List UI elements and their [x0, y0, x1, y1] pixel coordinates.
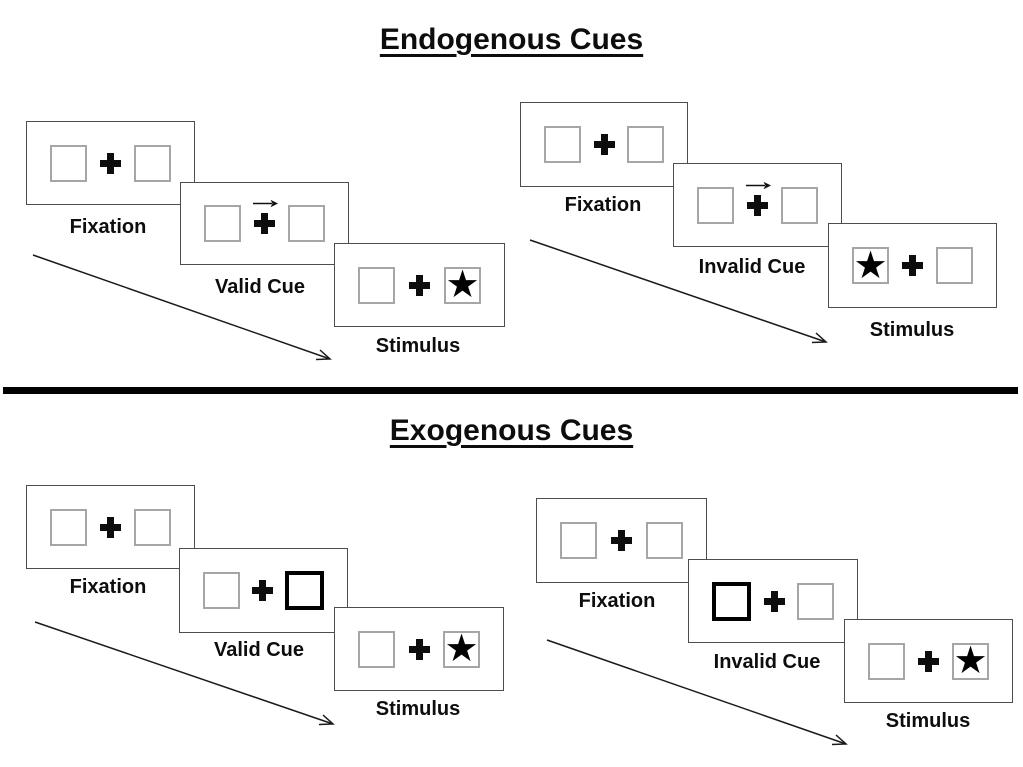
- step-label-fixation: Fixation: [69, 216, 147, 238]
- target-box: ★: [443, 626, 480, 670]
- left-placeholder-box: [50, 144, 87, 182]
- section-title-exogenous: Exogenous Cues: [389, 414, 634, 447]
- timeline-arrow-exogenous-valid: [34, 621, 335, 726]
- star-target-icon: ★: [444, 626, 479, 670]
- stimulus-panel: ★: [828, 223, 997, 308]
- right-placeholder-box: [134, 144, 171, 182]
- step-label-invalid-cue: Invalid Cue: [713, 651, 821, 673]
- fixation-cross-icon: [254, 213, 275, 234]
- left-placeholder-box: [560, 522, 597, 559]
- timeline-arrow-endogenous-valid: [32, 254, 332, 361]
- fixation-cross-icon: [100, 516, 121, 538]
- target-box: ★: [852, 242, 889, 287]
- step-label-stimulus: Stimulus: [869, 319, 955, 341]
- left-placeholder-box: [868, 642, 905, 680]
- cue-arrow-right-icon: [746, 181, 771, 189]
- left-placeholder-box: [697, 186, 734, 224]
- right-placeholder-box: [797, 582, 834, 620]
- fixation-cross-icon: [408, 638, 430, 660]
- invalid-cue-panel: [688, 559, 858, 643]
- fixation-cross-icon: [593, 134, 615, 155]
- cue-arrow-right-icon: [253, 199, 278, 208]
- fixation-panel: [26, 121, 195, 205]
- fixation-cross-icon: [918, 650, 939, 672]
- right-placeholder-box: [134, 508, 171, 546]
- fixation-cross-icon: [902, 255, 923, 276]
- section-divider: [3, 387, 1018, 394]
- fixation-cross-icon: [252, 580, 273, 601]
- peripheral-cue-box: [712, 581, 751, 621]
- step-label-fixation: Fixation: [578, 590, 656, 612]
- fixation-cross-icon: [747, 194, 768, 216]
- peripheral-cue-box: [285, 571, 324, 610]
- stimulus-panel: ★: [844, 619, 1013, 703]
- target-box: ★: [952, 638, 989, 682]
- right-placeholder-box: [288, 205, 325, 242]
- left-placeholder-box: [544, 126, 581, 163]
- left-placeholder-box: [203, 572, 240, 609]
- invalid-cue-panel: [673, 163, 842, 247]
- valid-cue-panel: [180, 182, 349, 265]
- right-placeholder-box: [646, 522, 683, 559]
- step-label-valid-cue: Valid Cue: [214, 276, 306, 298]
- star-target-icon: ★: [853, 242, 888, 287]
- left-placeholder-box: [358, 630, 395, 668]
- step-label-invalid-cue: Invalid Cue: [698, 256, 806, 278]
- valid-cue-panel: [179, 548, 348, 633]
- step-label-stimulus: Stimulus: [375, 698, 461, 720]
- stimulus-panel: ★: [334, 607, 504, 691]
- step-label-fixation: Fixation: [69, 576, 147, 598]
- target-box: ★: [444, 262, 481, 306]
- left-placeholder-box: [50, 508, 87, 546]
- star-target-icon: ★: [953, 638, 988, 682]
- step-label-stimulus: Stimulus: [885, 710, 971, 732]
- section-title-endogenous: Endogenous Cues: [379, 23, 644, 56]
- fixation-panel: [26, 485, 195, 569]
- step-label-stimulus: Stimulus: [375, 335, 461, 357]
- stimulus-panel: ★: [334, 243, 505, 327]
- step-label-fixation: Fixation: [564, 194, 642, 216]
- fixation-cross-icon: [763, 590, 785, 612]
- step-label-valid-cue: Valid Cue: [213, 639, 305, 661]
- star-target-icon: ★: [445, 262, 480, 306]
- right-placeholder-box: [781, 186, 818, 224]
- fixation-cross-icon: [100, 152, 121, 174]
- right-placeholder-box: [936, 247, 973, 284]
- fixation-panel: [520, 102, 688, 187]
- left-placeholder-box: [358, 266, 395, 304]
- fixation-cross-icon: [409, 274, 430, 296]
- right-placeholder-box: [627, 126, 664, 163]
- fixation-panel: [536, 498, 707, 583]
- left-placeholder-box: [204, 205, 241, 242]
- fixation-cross-icon: [611, 530, 632, 551]
